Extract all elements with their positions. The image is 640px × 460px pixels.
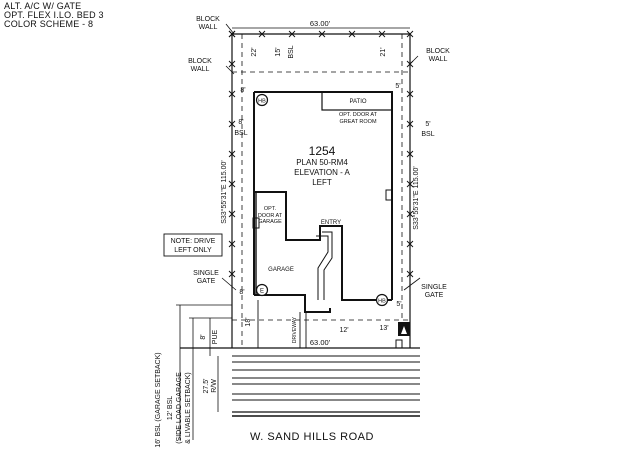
- front-setback-18: 18': [245, 317, 252, 326]
- svg-text:HB: HB: [258, 99, 266, 105]
- rear-setback-21: 21': [380, 47, 387, 56]
- right-setback-5-top: 5': [395, 83, 400, 90]
- block-wall-label-right: BLOCK WALL: [426, 48, 450, 63]
- opt-door-garage-label: OPT. DOOR AT GARAGE: [257, 206, 283, 225]
- fence-x-marker: [228, 240, 236, 248]
- fence-x-marker: [406, 90, 414, 98]
- street-lines: [232, 355, 420, 417]
- rear-bsl-label: BSL: [288, 45, 295, 58]
- fence-x-marker: [228, 60, 236, 68]
- front-setback-12: 12': [339, 327, 348, 334]
- fence-x-marker: [318, 30, 326, 38]
- setback-lines: [232, 34, 410, 348]
- left-setback-8-top: 8': [240, 87, 245, 94]
- pue-dimension: 8': [200, 334, 207, 339]
- rear-setback-22: 22': [251, 47, 258, 56]
- front-setback-13: 13': [379, 325, 388, 332]
- left-setback-8-mid: 8': [238, 119, 243, 126]
- patio-label: PATIO: [349, 99, 366, 105]
- livable-setback-line1: 12' BSL: [167, 396, 174, 420]
- hb-icon-bottom: HB: [375, 293, 389, 307]
- right-setback-5-low: 5': [396, 301, 401, 308]
- livable-setback-line3: & LIVABLE SETBACK): [185, 372, 192, 443]
- setback-dimension-lines: [176, 304, 232, 440]
- fence-x-marker: [228, 270, 236, 278]
- rw-dimension: 27.5': [203, 379, 210, 394]
- svg-text:E: E: [260, 289, 264, 295]
- driveway-label: DRIVEWAY: [292, 316, 298, 343]
- opt-door-great-room-label: OPT. DOOR AT GREAT ROOM: [338, 112, 378, 125]
- fence-x-marker: [228, 120, 236, 128]
- lot-width-bottom: 63.00': [310, 338, 331, 347]
- fence-x-marker: [378, 30, 386, 38]
- drive-note: NOTE: DRIVE LEFT ONLY: [163, 233, 223, 257]
- street-name: W. SAND HILLS ROAD: [250, 431, 374, 443]
- elevation-label: ELEVATION - A: [294, 168, 350, 177]
- right-bearing: S33°55'31"E 115.00': [412, 166, 420, 230]
- driveway: [257, 300, 307, 348]
- fence-x-marker: [406, 120, 414, 128]
- garage-setback-note: 16' BSL (GARAGE SETBACK): [155, 352, 162, 447]
- fence-x-marker: [228, 180, 236, 188]
- left-setback-8-low: 8': [239, 289, 244, 296]
- fence-x-marker: [406, 270, 414, 278]
- left-bearing: S33°55'31"E 115.00': [220, 160, 228, 224]
- left-bsl-label: BSL: [234, 130, 247, 137]
- livable-setback-line2: (SIDE LOAD GARAGE: [176, 372, 183, 444]
- svg-text:NOTE: DRIVE: NOTE: DRIVE: [171, 238, 216, 245]
- plan-label: PLAN 50-RM4: [296, 158, 348, 167]
- svg-text:LEFT ONLY: LEFT ONLY: [174, 247, 212, 254]
- header-line-3: COLOR SCHEME - 8: [4, 19, 94, 29]
- electric-meter-icon: E: [255, 283, 269, 297]
- header-line-1: ALT. A/C W/ GATE: [4, 1, 82, 11]
- garage-label: GARAGE: [268, 267, 294, 273]
- gate-arrows: [221, 23, 421, 291]
- fence-x-marker: [406, 150, 414, 158]
- block-wall-label-left: BLOCK WALL: [188, 58, 212, 73]
- pue-label: PUE: [212, 329, 219, 344]
- orientation-label: LEFT: [312, 178, 332, 187]
- header-line-2: OPT. FLEX I.LO. BED 3: [4, 10, 104, 20]
- svg-text:HB: HB: [378, 299, 386, 305]
- right-bsl-label: BSL: [421, 131, 434, 138]
- fence-x-marker: [228, 210, 236, 218]
- rw-label: R/W: [211, 379, 218, 393]
- entry-label: ENTRY: [321, 220, 341, 226]
- fence-x-marker: [288, 30, 296, 38]
- fence-x-marker: [228, 150, 236, 158]
- fence-x-marker: [228, 30, 236, 38]
- fence-x-marker: [406, 210, 414, 218]
- fence-x-marker: [228, 90, 236, 98]
- single-gate-label-right: SINGLE GATE: [421, 284, 447, 299]
- rear-setback-15: 15': [275, 47, 282, 56]
- patio: [321, 91, 393, 111]
- single-gate-label-left: SINGLE GATE: [193, 270, 219, 285]
- lot-width-top: 63.00': [310, 19, 331, 28]
- hb-icon-top: HB: [255, 93, 269, 107]
- fence-x-marker: [406, 240, 414, 248]
- fence-x-marker: [258, 30, 266, 38]
- fence-x-marker: [406, 30, 414, 38]
- fence-x-marker: [348, 30, 356, 38]
- fence-x-marker: [406, 180, 414, 188]
- house-interior-lines: [252, 189, 393, 300]
- block-wall-label-top: BLOCK WALL: [196, 16, 220, 31]
- right-setback-5-mid: 5': [425, 121, 430, 128]
- fence-markers: [228, 30, 414, 278]
- lot-number: 1254: [309, 144, 336, 158]
- meter-symbol: [395, 322, 410, 349]
